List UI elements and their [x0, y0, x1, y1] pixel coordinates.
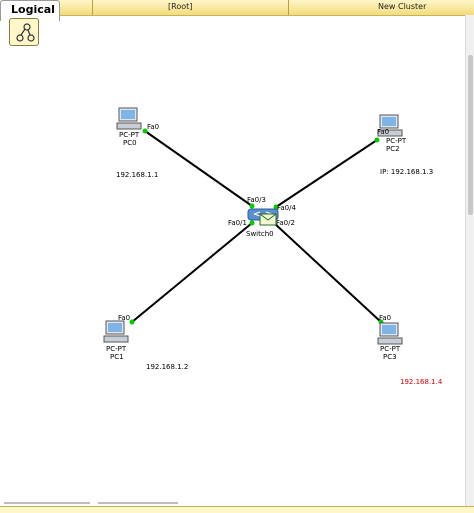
tab-logical[interactable]: Logical	[0, 0, 60, 21]
pc0-type-label: PC-PT	[119, 131, 140, 139]
toolbar-divider	[92, 0, 93, 15]
port-light	[249, 203, 255, 209]
pc1-name-label: PC1	[110, 353, 124, 361]
port-light	[129, 319, 135, 325]
pc1-port-label: Fa0	[118, 314, 131, 322]
tab-logical-label: Logical	[11, 3, 55, 16]
pc0-name-label: PC0	[123, 139, 137, 147]
pc3-port-label: Fa0	[379, 314, 392, 322]
vertical-scrollbar[interactable]	[465, 15, 474, 509]
port-light	[249, 220, 255, 226]
pc0-icon[interactable]	[116, 107, 142, 130]
pc1-ip-label: 192.168.1.2	[146, 363, 189, 371]
pc1-type-label: PC-PT	[106, 345, 127, 353]
switch0-name-label: Switch0	[246, 230, 274, 238]
pc2-ip-label: IP: 192.168.1.3	[380, 168, 434, 176]
envelope-icon	[259, 213, 277, 226]
pc3-icon[interactable]	[377, 322, 403, 345]
root-breadcrumb[interactable]: [Root]	[168, 2, 193, 11]
pc2-icon[interactable]	[377, 114, 403, 137]
link-pc1-switch[interactable]	[131, 222, 253, 323]
pc1-icon[interactable]	[103, 320, 129, 343]
navigation-icon[interactable]	[9, 18, 39, 46]
pc3-ip-label: 192.168.1.4	[400, 378, 443, 386]
toolbar-divider	[288, 0, 289, 15]
new-cluster-button[interactable]: New Cluster	[378, 2, 427, 11]
pc2-name-label: PC2	[386, 145, 400, 153]
workspace-toolbar: [Root] New Cluster	[0, 0, 474, 16]
vertical-scroll-thumb[interactable]	[468, 55, 473, 215]
bottom-bar	[0, 506, 474, 513]
logical-workspace-canvas[interactable]	[0, 15, 466, 505]
port-light	[142, 128, 148, 134]
horizontal-scroll-indicator[interactable]	[98, 502, 178, 504]
link-pc3-switch[interactable]	[273, 222, 382, 323]
pc0-ip-label: 192.168.1.1	[116, 171, 159, 179]
switch-port-fa0-1: Fa0/1	[228, 219, 247, 227]
switch-port-fa0-3: Fa0/3	[247, 196, 266, 204]
pc0-port-label: Fa0	[147, 123, 160, 131]
pc3-name-label: PC3	[383, 353, 397, 361]
pc3-type-label: PC-PT	[380, 345, 401, 353]
port-light	[374, 137, 380, 143]
link-pc2-switch[interactable]	[275, 139, 378, 208]
pc2-type-label: PC-PT	[386, 137, 407, 145]
switch-port-fa0-2: Fa0/2	[276, 219, 295, 227]
horizontal-scroll-indicator[interactable]	[4, 502, 90, 504]
switch-port-fa0-4: Fa0/4	[277, 204, 296, 212]
port-light	[273, 204, 279, 210]
pc2-port-label: Fa0	[377, 128, 390, 136]
link-pc0-switch[interactable]	[144, 130, 253, 207]
